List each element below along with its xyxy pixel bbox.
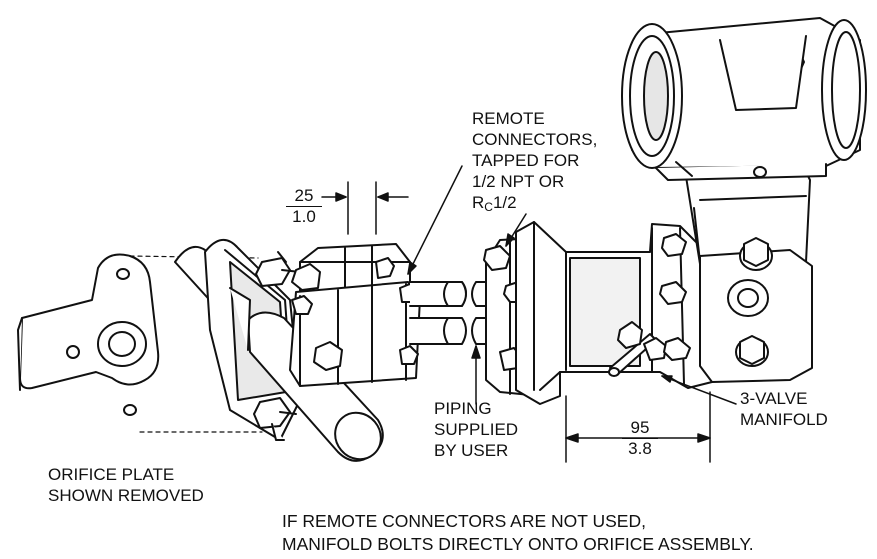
orifice-line-1: ORIFICE PLATE	[48, 465, 175, 484]
note-line-2: MANIFOLD BOLTS DIRECTLY ONTO ORIFICE ASS…	[282, 534, 754, 554]
piping-line-1: PIPING	[434, 399, 492, 418]
remote-connectors-line-3: TAPPED FOR	[472, 151, 580, 170]
manifold-label: 3-VALVE MANIFOLD	[740, 388, 828, 430]
note-line-1: IF REMOTE CONNECTORS ARE NOT USED,	[282, 511, 646, 531]
piping-line-3: BY USER	[434, 441, 509, 460]
dimension-25-label: 25 1.0	[286, 186, 322, 227]
orifice-plate	[17, 253, 160, 416]
manifold-line-1: 3-VALVE	[740, 389, 808, 408]
remote-connectors	[289, 243, 421, 387]
orifice-flange-assembly	[174, 239, 384, 462]
rc-subscript: C	[484, 200, 493, 214]
remote-connectors-label: REMOTE CONNECTORS, TAPPED FOR 1/2 NPT OR…	[472, 108, 597, 218]
dimension-95-denominator: 3.8	[628, 439, 652, 458]
transmitter	[621, 17, 867, 383]
remote-connectors-line-4: 1/2 NPT OR	[472, 172, 565, 191]
leader-lines	[407, 165, 737, 405]
dimension-95-numerator: 95	[622, 418, 658, 439]
remote-connectors-line-2: CONNECTORS,	[472, 130, 598, 149]
dimension-25-numerator: 25	[286, 186, 322, 207]
three-valve-manifold	[515, 221, 713, 405]
rc-suffix: 1/2	[492, 193, 517, 212]
dimension-25-denominator: 1.0	[292, 207, 316, 226]
dimension-25mm	[321, 181, 409, 235]
orifice-plate-label: ORIFICE PLATE SHOWN REMOVED	[48, 464, 204, 506]
piping-line-2: SUPPLIED	[434, 420, 519, 439]
remote-connectors-line-5: RC1/2	[472, 192, 597, 218]
installation-note: IF REMOTE CONNECTORS ARE NOT USED, MANIF…	[282, 510, 754, 556]
dimension-95-label: 95 3.8	[622, 418, 658, 459]
piping-label: PIPING SUPPLIED BY USER	[434, 398, 518, 461]
orifice-line-2: SHOWN REMOVED	[48, 486, 204, 505]
remote-connectors-line-1: REMOTE	[472, 109, 545, 128]
flange-bolts	[253, 251, 301, 441]
rc-prefix: R	[472, 193, 485, 212]
manifold-line-2: MANIFOLD	[740, 410, 828, 429]
